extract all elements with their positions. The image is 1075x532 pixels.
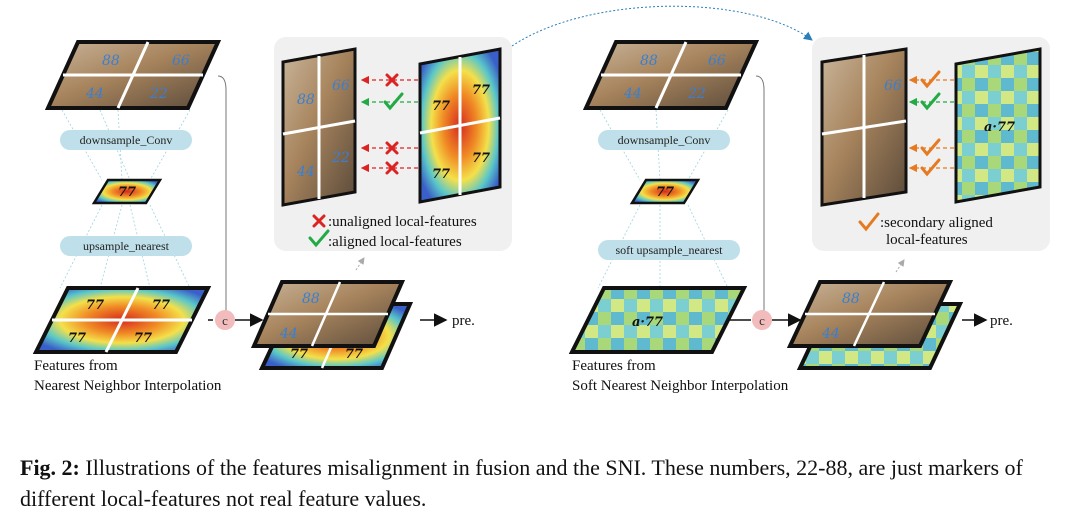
marker-66: 66	[172, 53, 190, 69]
left-concat-symbol: c	[222, 313, 228, 328]
legend-unaligned: :unaligned local-features	[328, 214, 477, 230]
left-small-heatmap: 77	[91, 178, 163, 205]
right-orange-check-icon-1	[920, 70, 941, 89]
marker-77-small: 77	[118, 185, 136, 200]
left-output-label: pre.	[452, 313, 475, 329]
left-top-photo-feature: 88 66 44 22	[44, 40, 222, 110]
right-zoom-soft: a·77	[954, 47, 1042, 204]
zoom-marker-66: 66	[332, 78, 350, 94]
right-marker-44-out: 44	[821, 326, 840, 342]
marker-77-out-b: 77	[345, 347, 363, 362]
right-green-check-icon	[920, 92, 941, 111]
right-top-photo-feature: 88 66 44 22	[582, 40, 760, 110]
left-zoom-heatmap: 77 77 77 77	[418, 47, 502, 204]
right-concat-circle	[752, 310, 772, 330]
right-skip-connection	[755, 75, 765, 320]
left-skip-connection	[217, 75, 227, 320]
marker-77-d: 77	[134, 331, 152, 346]
left-upsample-pill	[60, 236, 192, 256]
zoom-marker-44: 44	[296, 164, 315, 180]
marker-77-a: 77	[86, 298, 104, 313]
left-output-stack: 77 77 88 44	[250, 280, 414, 370]
zoom-marker-77-d: 77	[472, 151, 490, 166]
right-panel: 88 66 44 22 downsample_Conv 77 soft upsa…	[568, 37, 1050, 394]
legend-secondary-line1: :secondary aligned	[880, 215, 993, 231]
zoom-marker-22: 22	[331, 150, 350, 166]
left-downsample-label: downsample_Conv	[80, 133, 173, 147]
left-cross-icon-2	[385, 141, 399, 155]
right-upsample-label: soft upsample_nearest	[616, 243, 724, 257]
left-legend-cross-icon	[312, 214, 326, 228]
left-zoom-photo: 88 66 44 22	[281, 47, 357, 207]
right-upsample-pill	[598, 240, 740, 260]
right-zoom-pointer	[895, 259, 905, 273]
marker-77-c: 77	[68, 331, 86, 346]
marker-88-out: 88	[302, 291, 320, 307]
left-panel: 88 66 44 22 downsample_Conv 77 upsample_…	[32, 37, 512, 394]
marker-77-b: 77	[152, 298, 170, 313]
right-marker-44: 44	[623, 86, 642, 102]
marker-22: 22	[149, 86, 168, 102]
right-marker-88: 88	[640, 53, 658, 69]
right-orange-check-icon-2	[920, 138, 941, 157]
marker-44: 44	[85, 86, 104, 102]
left-upsample-label: upsample_nearest	[83, 239, 170, 253]
zoom-marker-88: 88	[297, 92, 315, 108]
right-marker-77-small: 77	[656, 185, 674, 200]
zoom-marker-77-c: 77	[432, 167, 450, 182]
right-output-stack: 88 44	[786, 280, 964, 370]
marker-44-out: 44	[279, 326, 298, 342]
left-zoom-pointer	[355, 257, 365, 271]
right-legend-orange-check-icon	[858, 212, 880, 232]
zoom-marker-77-b: 77	[472, 83, 490, 98]
right-soft-marker: a·77	[632, 315, 663, 330]
right-zoom-photo: 66	[820, 47, 908, 207]
right-marker-88-out: 88	[842, 291, 860, 307]
right-zoom-marker-66: 66	[884, 78, 902, 94]
left-legend-check-icon	[308, 229, 330, 248]
left-features-caption-line1: Features from	[34, 358, 118, 374]
left-check-icon-1	[383, 92, 404, 111]
figure-caption: Fig. 2: Illustrations of the features mi…	[20, 452, 1060, 514]
caption-label: Fig. 2:	[20, 455, 80, 480]
legend-aligned: :aligned local-features	[328, 234, 462, 250]
legend-secondary-line2: local-features	[886, 232, 968, 248]
right-marker-66: 66	[708, 53, 726, 69]
marker-77-out-a: 77	[290, 347, 308, 362]
right-downsample-pill	[598, 130, 730, 150]
right-downsample-label: downsample_Conv	[618, 133, 711, 147]
caption-text: Illustrations of the features misalignme…	[20, 455, 1023, 511]
right-features-caption-line1: Features from	[572, 358, 656, 374]
left-cross-icon-1	[385, 73, 399, 87]
left-bottom-heatmap-feature: 77 77 77 77	[32, 286, 212, 354]
right-output-label: pre.	[990, 313, 1013, 329]
right-small-heatmap: 77	[629, 178, 701, 205]
right-zoom-soft-marker: a·77	[984, 120, 1015, 135]
right-marker-22: 22	[687, 86, 706, 102]
right-features-caption-line2: Soft Nearest Neighbor Interpolation	[572, 378, 789, 394]
left-downsample-pill	[60, 130, 192, 150]
left-cross-icon-3	[385, 161, 399, 175]
right-orange-check-icon-3	[920, 158, 941, 177]
marker-88: 88	[102, 53, 120, 69]
diagram: 88 66 44 22 downsample_Conv 77 upsample_…	[32, 5, 1050, 394]
right-bottom-soft-feature: a·77	[568, 286, 748, 354]
left-features-caption-line2: Nearest Neighbor Interpolation	[34, 378, 222, 394]
right-concat-symbol: c	[759, 313, 765, 328]
zoom-marker-77-a: 77	[432, 99, 450, 114]
left-concat-circle	[215, 310, 235, 330]
